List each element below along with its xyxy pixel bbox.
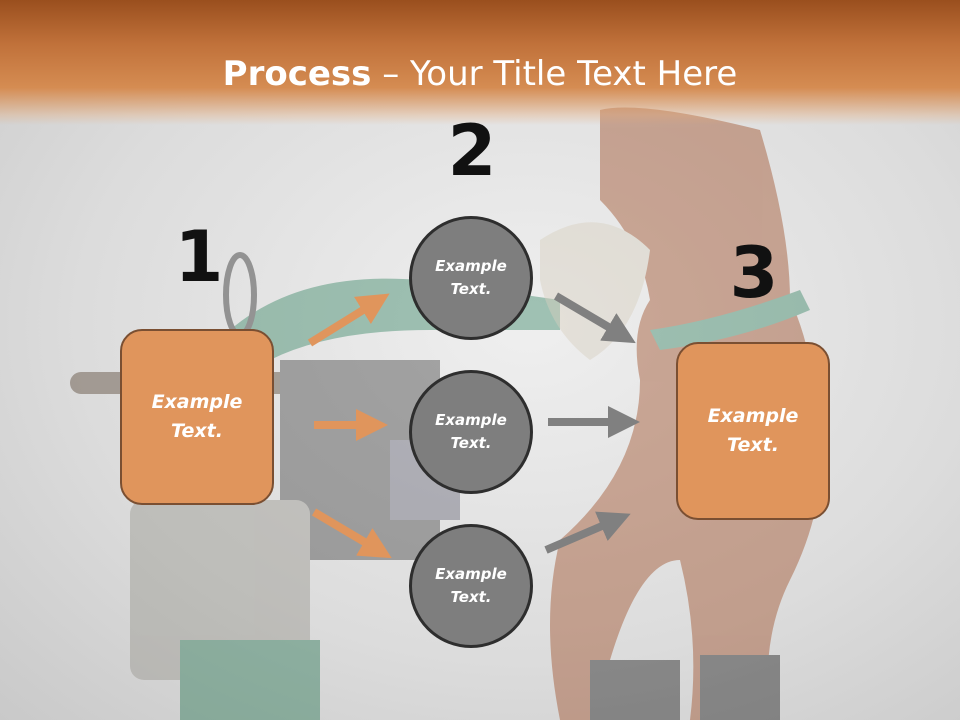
title-dash: – <box>371 54 411 94</box>
circle-top-text: Example Text. <box>435 257 507 298</box>
circle-middle-text: Example Text. <box>435 411 507 452</box>
step-number-1: 1 <box>174 216 224 298</box>
circle-bottom: Example Text. <box>409 524 533 648</box>
step-1-box: Example Text. <box>120 329 274 505</box>
step-3-text: Example Text. <box>707 405 799 456</box>
step-number-3: 3 <box>729 232 779 314</box>
arrow-1-to-bottom <box>311 508 392 559</box>
circle-middle: Example Text. <box>409 370 533 494</box>
circle-bottom-text: Example Text. <box>435 565 507 606</box>
title-rest: Your Title Text Here <box>410 54 738 94</box>
arrow-bottom-to-3 <box>544 511 631 554</box>
arrow-top-to-3 <box>553 292 636 344</box>
step-number-2: 2 <box>447 110 497 192</box>
title-bold: Process <box>222 54 372 94</box>
slide-title: Process – Your Title Text Here <box>0 52 960 96</box>
title-bar <box>0 0 960 125</box>
circle-top: Example Text. <box>409 216 533 340</box>
step-3-box: Example Text. <box>676 342 830 520</box>
arrow-1-to-top <box>307 293 390 347</box>
step-1-text: Example Text. <box>151 391 243 442</box>
